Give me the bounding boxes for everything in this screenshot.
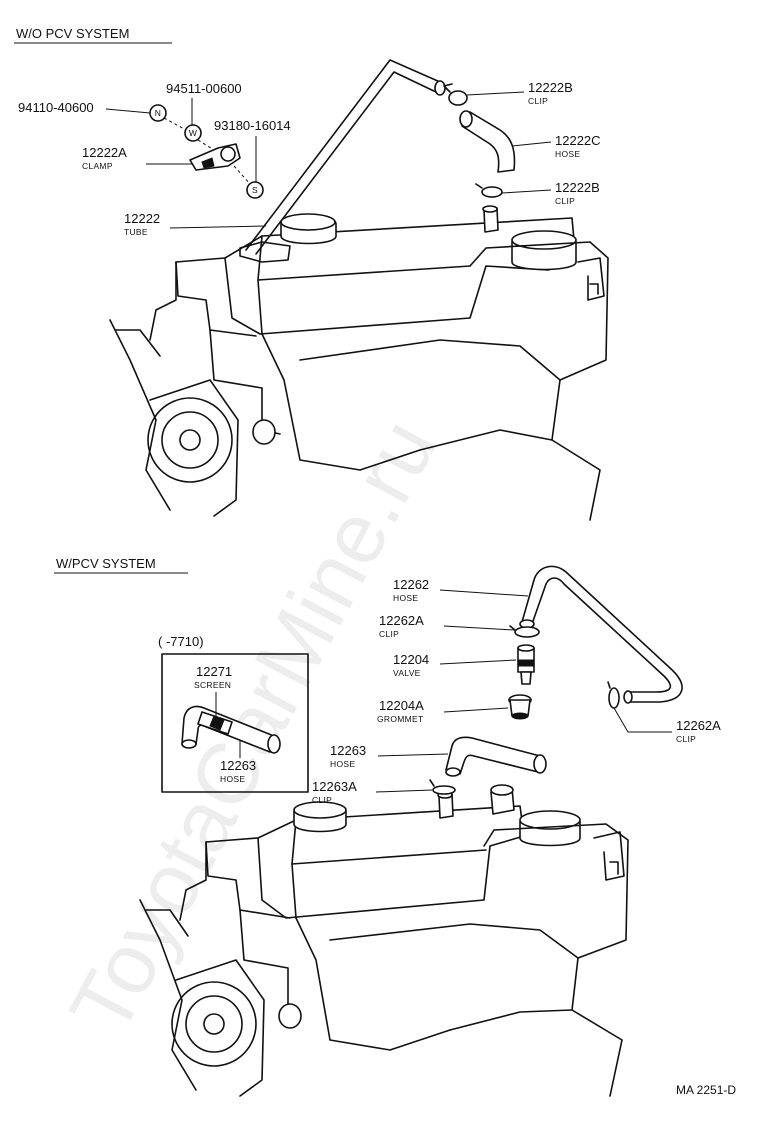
part-number: 12222C — [555, 133, 601, 148]
inset-range: ( -7710) — [158, 634, 204, 649]
part-number: 12263A — [312, 779, 357, 794]
clip-12262a-left — [509, 625, 540, 638]
hose-12263 — [445, 736, 547, 777]
tube-12222 — [239, 59, 446, 263]
callout-12262a-left: 12262A CLIP — [379, 613, 515, 639]
part-number: 12263 — [330, 743, 366, 758]
part-number: 12262 — [393, 577, 429, 592]
part-number: 12262A — [676, 718, 721, 733]
part-name: SCREEN — [194, 680, 231, 690]
hose-12262 — [519, 565, 683, 704]
callout-12263a: 12263A CLIP — [312, 779, 433, 805]
engine-illustration-bottom — [139, 784, 629, 1097]
clip-12262a-right — [607, 681, 620, 709]
clip-12222b-top — [443, 83, 468, 106]
symbol-nut: N — [155, 108, 161, 118]
symbol-washer: W — [189, 128, 197, 138]
callout-12262: 12262 HOSE — [393, 577, 529, 603]
part-name: CLIP — [379, 629, 399, 639]
watermark: ToyotaCarMine.ru — [52, 405, 455, 1049]
part-number: 12222B — [555, 180, 600, 195]
part-name: HOSE — [555, 149, 580, 159]
grommet-12204a — [508, 694, 532, 720]
part-number: 12222 — [124, 211, 160, 226]
part-name: CLIP — [676, 734, 696, 744]
callout-94511: 94511-00600 — [166, 81, 242, 125]
callout-12222b-bottom: 12222B CLIP — [501, 180, 600, 206]
section-title-wo-pcv: W/O PCV SYSTEM — [16, 26, 129, 41]
reference-code: MA 2251-D — [676, 1083, 736, 1097]
callout-12262a-right: 12262A CLIP — [613, 707, 721, 744]
inset-early-models: ( -7710) — [158, 634, 309, 793]
part-number: 12262A — [379, 613, 424, 628]
part-number: 12204A — [379, 698, 424, 713]
part-number: 12271 — [196, 664, 232, 679]
callout-93180: 93180-16014 — [214, 118, 291, 182]
part-number: 94110-40600 — [18, 100, 94, 115]
callout-12222c: 12222C HOSE — [511, 133, 601, 159]
engine-illustration-top — [109, 205, 609, 521]
callout-12263: 12263 HOSE — [330, 743, 449, 769]
part-name: CLIP — [312, 795, 332, 805]
symbol-stud: S — [252, 185, 258, 195]
clamp-12222a-assembly: N W S — [149, 104, 264, 199]
part-name: HOSE — [330, 759, 355, 769]
part-name: HOSE — [220, 774, 245, 784]
callout-12204: 12204 VALVE — [393, 652, 517, 678]
section-w-pcv: W/PCV SYSTEM — [54, 556, 721, 1097]
hose-12222c — [459, 110, 516, 173]
callout-12204a: 12204A GROMMET — [377, 698, 509, 724]
callout-12222a: 12222A CLAMP — [82, 145, 192, 171]
part-number: 12222A — [82, 145, 127, 160]
callout-94110: 94110-40600 — [18, 100, 151, 115]
section-wo-pcv: W/O PCV SYSTEM — [14, 26, 609, 521]
part-number: 12204 — [393, 652, 429, 667]
part-name: HOSE — [393, 593, 418, 603]
part-number: 93180-16014 — [214, 118, 291, 133]
part-number: 94511-00600 — [166, 81, 242, 96]
part-name: VALVE — [393, 668, 421, 678]
part-name: CLIP — [528, 96, 548, 106]
inset-frame — [161, 653, 309, 793]
callout-12263-inset: 12263 HOSE — [220, 740, 256, 784]
part-name: CLIP — [555, 196, 575, 206]
clip-12222b-bottom — [475, 183, 503, 198]
part-name: TUBE — [124, 227, 148, 237]
valve-12204 — [517, 644, 535, 685]
callout-12222: 12222 TUBE — [124, 211, 267, 237]
clip-12263a — [429, 779, 456, 795]
section-title-w-pcv: W/PCV SYSTEM — [56, 556, 156, 571]
part-number: 12222B — [528, 80, 573, 95]
callout-12271: 12271 SCREEN — [194, 664, 232, 716]
part-name: CLAMP — [82, 161, 113, 171]
part-number: 12263 — [220, 758, 256, 773]
inset-screen-12271 — [197, 711, 233, 735]
part-name: GROMMET — [377, 714, 423, 724]
callout-12222b-top: 12222B CLIP — [466, 80, 573, 106]
